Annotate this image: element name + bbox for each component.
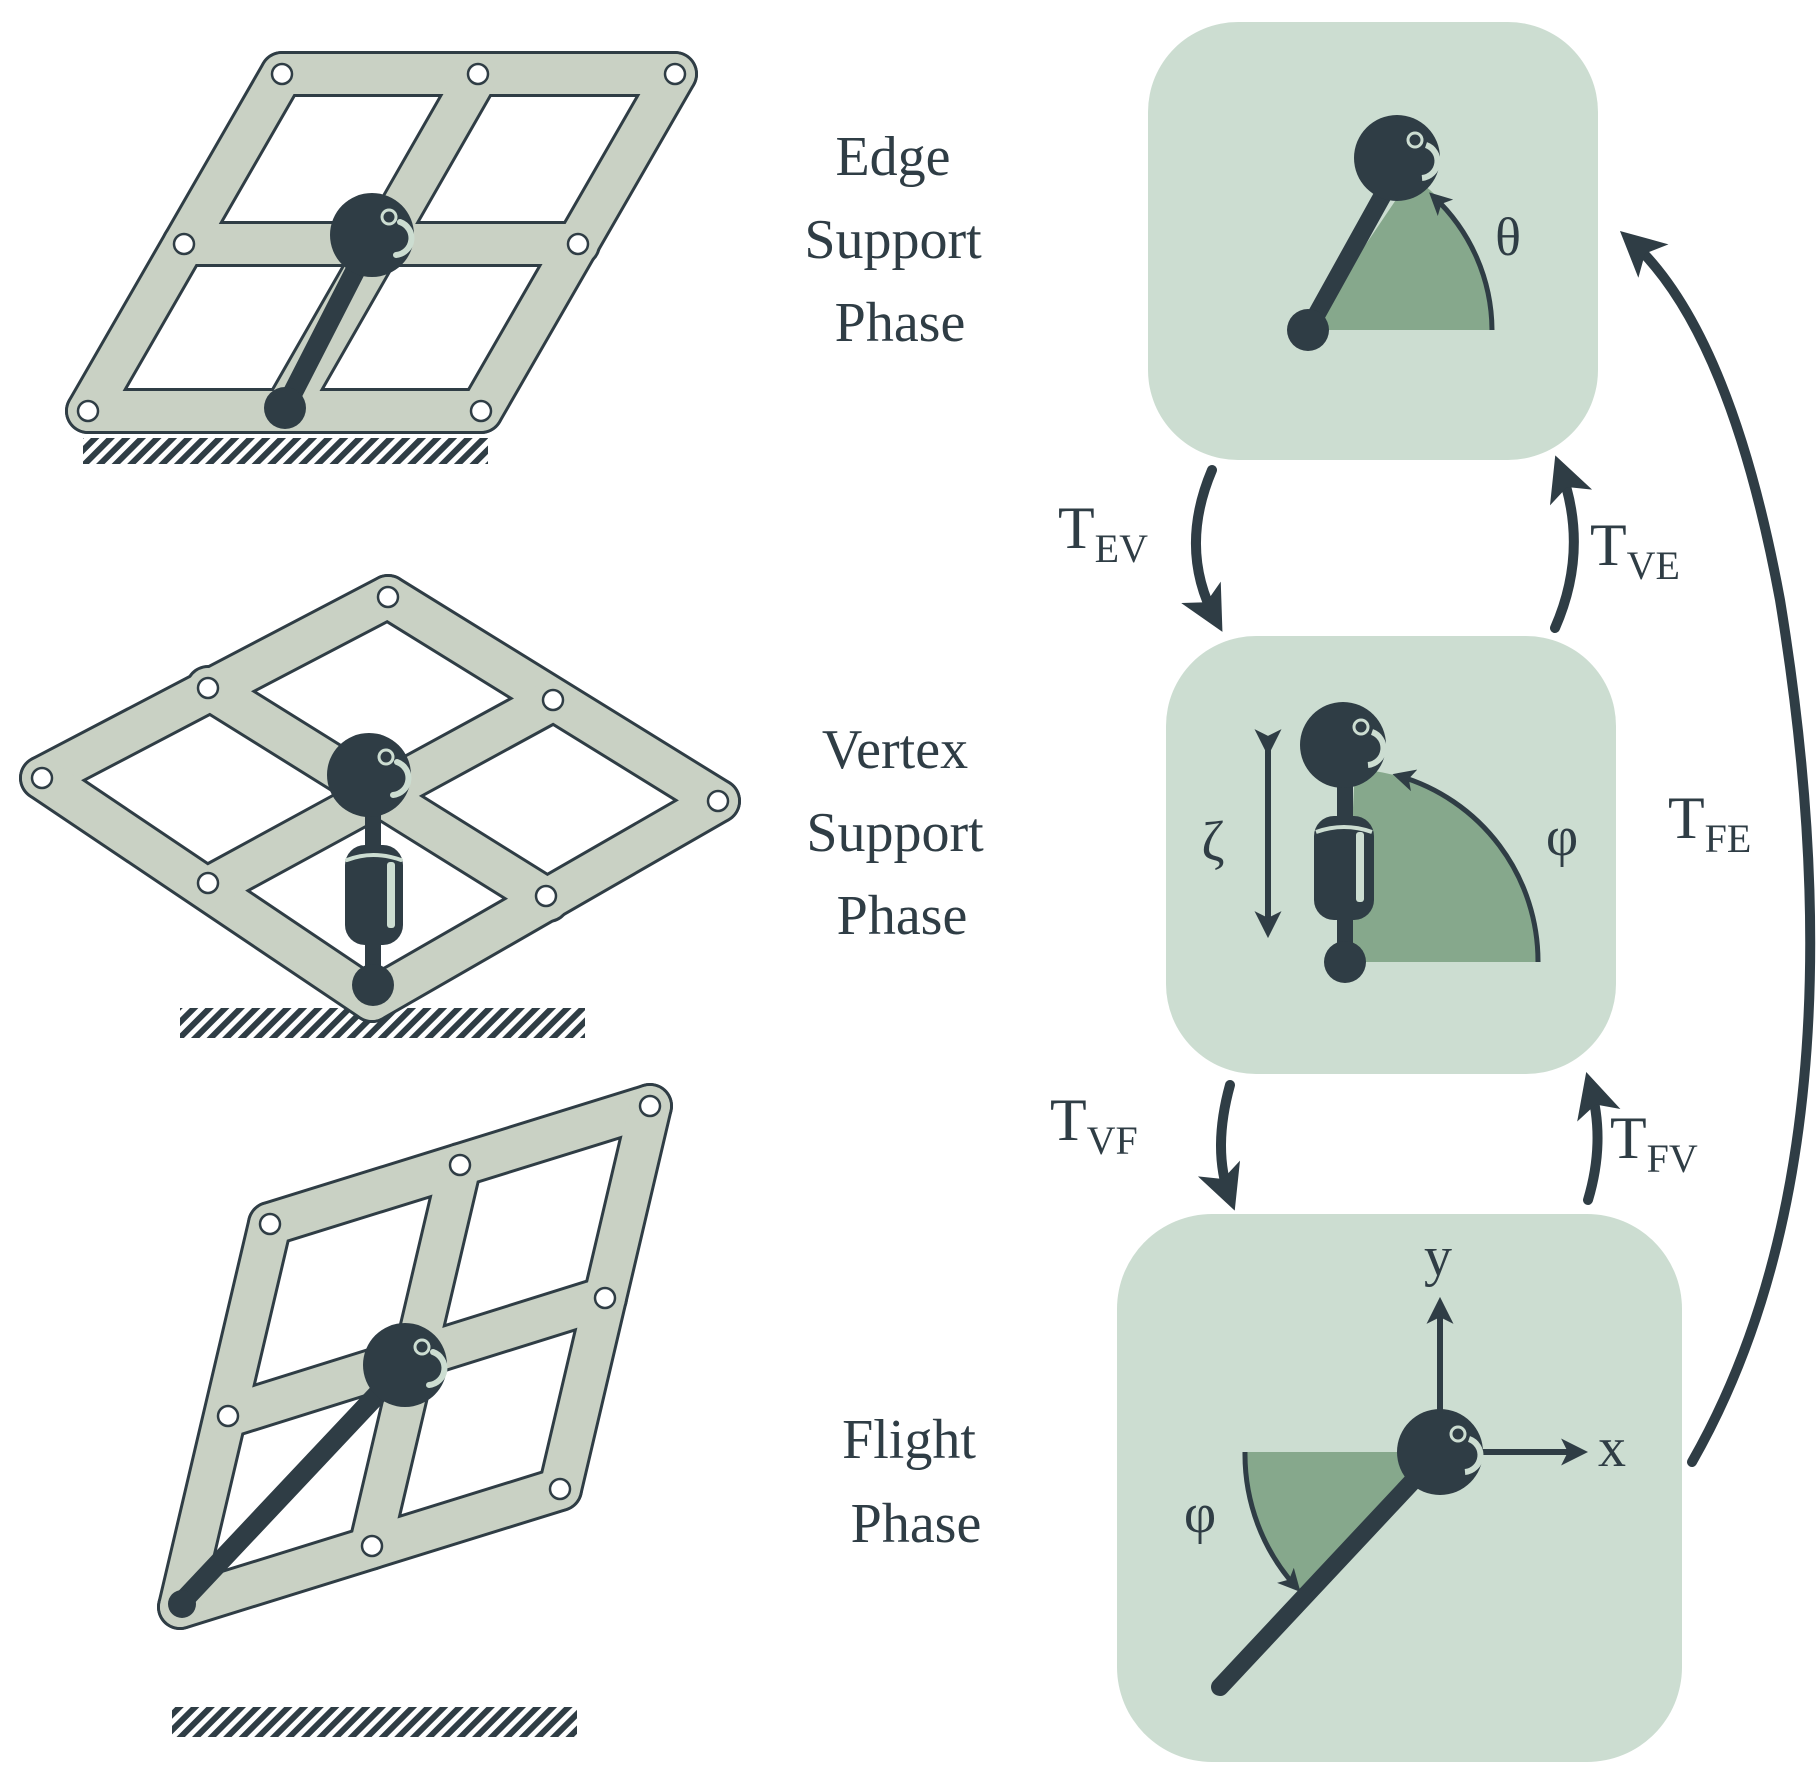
vertex-phase-label-line3: Phase xyxy=(837,885,968,947)
edge-phase-label-line3: Phase xyxy=(835,292,966,354)
phi-arc-vertex xyxy=(1392,769,1541,963)
edge-phase-label-line2: Support xyxy=(804,209,982,271)
label-t-vf: TVF xyxy=(1050,1087,1138,1163)
label-t-ve: TVE xyxy=(1590,512,1680,588)
arrow-fe xyxy=(1619,230,1816,1467)
zeta-symbol: ζ xyxy=(1201,811,1224,873)
theta-symbol: θ xyxy=(1495,207,1521,267)
flight-phase-label-line1: Flight xyxy=(842,1409,976,1471)
ground-hatch-3 xyxy=(172,1707,577,1737)
x-axis-label: x xyxy=(1598,1417,1626,1479)
state-box-vertex: ζ φ xyxy=(1166,636,1616,1074)
label-t-ev: TEV xyxy=(1058,495,1148,571)
mechanism-edge-support xyxy=(65,51,698,464)
mechanism-flight xyxy=(157,1083,673,1737)
state-box-flight: y x φ xyxy=(1117,1214,1682,1762)
label-t-fv: TFV xyxy=(1610,1105,1698,1181)
mass-ball xyxy=(330,193,414,277)
mechanism-vertex-support xyxy=(19,574,741,1038)
arrow-fv xyxy=(1577,1072,1621,1205)
edge-phase-label: Edge Support Phase xyxy=(804,126,995,354)
label-t-fe: TFE xyxy=(1668,785,1751,861)
vertex-phase-label-line2: Support xyxy=(806,802,984,864)
phi-symbol-flight: φ xyxy=(1184,1483,1216,1545)
theta-arc xyxy=(1429,192,1495,331)
arrow-ev xyxy=(1181,465,1223,632)
ground-hatch-1 xyxy=(83,438,488,464)
y-axis-label: y xyxy=(1424,1226,1452,1288)
transition-arrows xyxy=(1181,230,1816,1467)
phi-arc-flight xyxy=(1242,1451,1301,1593)
flight-phase-label-line2: Phase xyxy=(851,1493,982,1555)
arrow-vf xyxy=(1197,1080,1241,1211)
vertex-phase-label-line1: Vertex xyxy=(822,719,968,781)
arrow-ve xyxy=(1549,455,1593,633)
edge-phase-label-line1: Edge xyxy=(835,126,950,188)
state-box-edge: θ xyxy=(1148,22,1598,460)
flight-phase-label: Flight Phase xyxy=(842,1409,990,1555)
phi-symbol-vertex: φ xyxy=(1546,806,1578,868)
vertex-phase-label: Vertex Support Phase xyxy=(806,719,997,947)
